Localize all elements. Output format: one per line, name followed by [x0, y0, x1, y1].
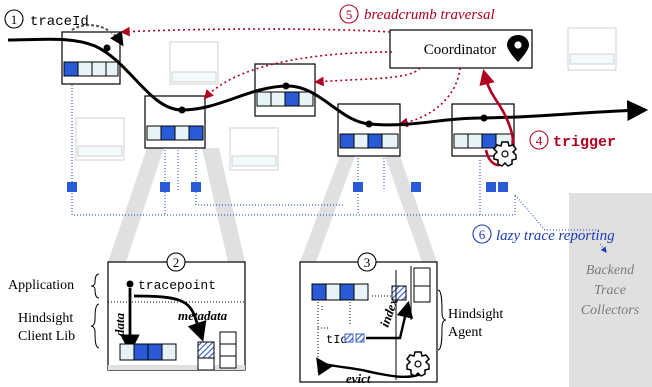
svg-text:Backend: Backend [586, 263, 635, 278]
zoom-funnel-right-a [300, 156, 355, 262]
svg-text:Hindsight: Hindsight [448, 307, 503, 322]
breadcrumb-arrows [120, 26, 461, 128]
step-1-label: 1 traceId [4, 9, 89, 30]
step-5-label: 5 breadcrumb traversal [339, 4, 495, 24]
evict-label: evict [346, 371, 371, 386]
svg-text:4: 4 [536, 133, 543, 148]
tracepoint-label: tracepoint [138, 278, 216, 293]
zoom-funnel-left-a [108, 148, 164, 262]
agent-label: Hindsight Agent [437, 289, 503, 351]
data-label: data [112, 312, 127, 336]
backend-label: Backend Trace Collectors [581, 263, 640, 318]
backend-panel [569, 193, 652, 387]
svg-text:5: 5 [346, 7, 353, 22]
svg-text:6: 6 [479, 227, 486, 242]
step-6-label: 6 lazy trace reporting [472, 224, 615, 244]
tid-label: tId [326, 333, 348, 347]
application-label: Application [8, 273, 100, 299]
zoom-funnel-right-b [385, 156, 437, 262]
reporting-links [71, 82, 600, 231]
report-buffers [67, 182, 508, 192]
step-4-label: 4 trigger [529, 130, 616, 151]
coordinator-box: Coordinator [389, 29, 533, 69]
svg-text:breadcrumb traversal: breadcrumb traversal [364, 7, 495, 23]
svg-text:Hindsight: Hindsight [18, 311, 73, 326]
trigger-arrow [479, 68, 515, 167]
svg-text:Agent: Agent [448, 325, 482, 340]
svg-text:lazy trace reporting: lazy trace reporting [496, 228, 615, 244]
svg-text:Trace: Trace [594, 283, 626, 298]
gear-icon [493, 141, 517, 167]
svg-text:Application: Application [8, 278, 74, 293]
coordinator-label: Coordinator [424, 42, 497, 58]
svg-text:Collectors: Collectors [581, 303, 640, 318]
traceid-propagation-arrow [71, 24, 124, 47]
faded-node-boxes [75, 27, 617, 171]
zoom-funnel-left-b [202, 148, 245, 262]
client-lib-label: Hindsight Client Lib [18, 303, 100, 349]
node-box-4 [337, 103, 401, 157]
agent-gear-icon [406, 351, 430, 377]
node-box-2 [144, 95, 206, 149]
svg-text:2: 2 [173, 255, 180, 270]
metadata-label: metadata [178, 308, 228, 323]
svg-text:traceId: traceId [30, 14, 89, 30]
svg-text:Client Lib: Client Lib [18, 329, 75, 344]
trace-points [103, 44, 488, 128]
zoom-box-agent: 3 tId index evict [299, 252, 438, 386]
zoom-box-client: 2 tracepoint data metadata [107, 252, 246, 371]
svg-text:1: 1 [11, 12, 18, 27]
svg-text:trigger: trigger [553, 134, 616, 151]
svg-text:3: 3 [364, 255, 371, 270]
